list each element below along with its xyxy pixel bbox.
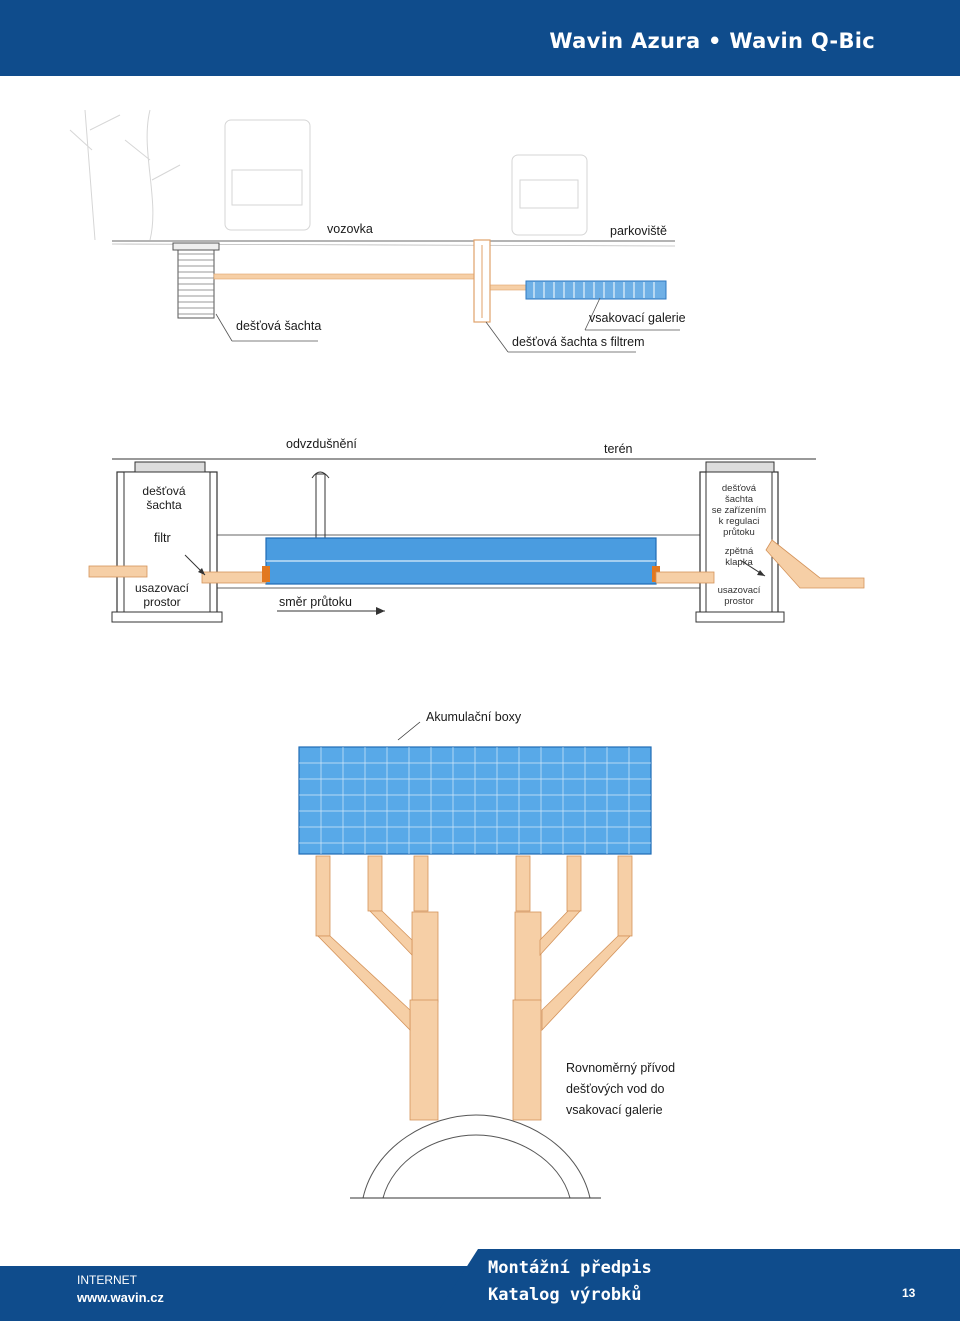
diagram-overview xyxy=(69,109,680,353)
label-shaft-filter: dešťová šachta s filtrem xyxy=(512,335,645,349)
page-header: Wavin Azura • Wavin Q-Bic xyxy=(0,0,960,76)
label-check-valve: zpětná klapka xyxy=(724,546,754,568)
header-title: Wavin Azura • Wavin Q-Bic xyxy=(549,29,875,53)
label-right-shaft: dešťová šachta se zařízením k regulaci p… xyxy=(711,483,767,538)
label-boxes: Akumulační boxy xyxy=(426,710,522,724)
label-left-shaft: dešťová šachta xyxy=(142,484,186,512)
page-number: 13 xyxy=(902,1286,916,1300)
footer-internet: INTERNET xyxy=(77,1273,137,1287)
label-road: vozovka xyxy=(327,222,373,236)
label-right-settling: usazovací prostor xyxy=(717,585,761,607)
label-gallery: vsakovací galerie xyxy=(589,311,686,325)
label-shaft: dešťová šachta xyxy=(236,319,322,333)
footer-tab xyxy=(432,1249,960,1321)
label-vent: odvzdušnění xyxy=(286,437,357,451)
diagram-plan xyxy=(298,721,652,1199)
label-terrain: terén xyxy=(604,442,633,456)
label-parking: parkoviště xyxy=(610,224,667,238)
diagram-section xyxy=(88,458,865,623)
label-filter: filtr xyxy=(154,531,171,545)
label-flow-direction: směr průtoku xyxy=(279,595,352,609)
footer-manual-title: Montážní předpis xyxy=(488,1258,652,1278)
footer-url[interactable]: www.wavin.cz xyxy=(77,1290,164,1305)
label-left-settling: usazovací prostor xyxy=(134,581,190,609)
label-even-supply: Rovnoměrný přívod dešťových vod do vsako… xyxy=(566,1061,676,1117)
footer-catalog-title: Katalog výrobků xyxy=(488,1285,642,1305)
